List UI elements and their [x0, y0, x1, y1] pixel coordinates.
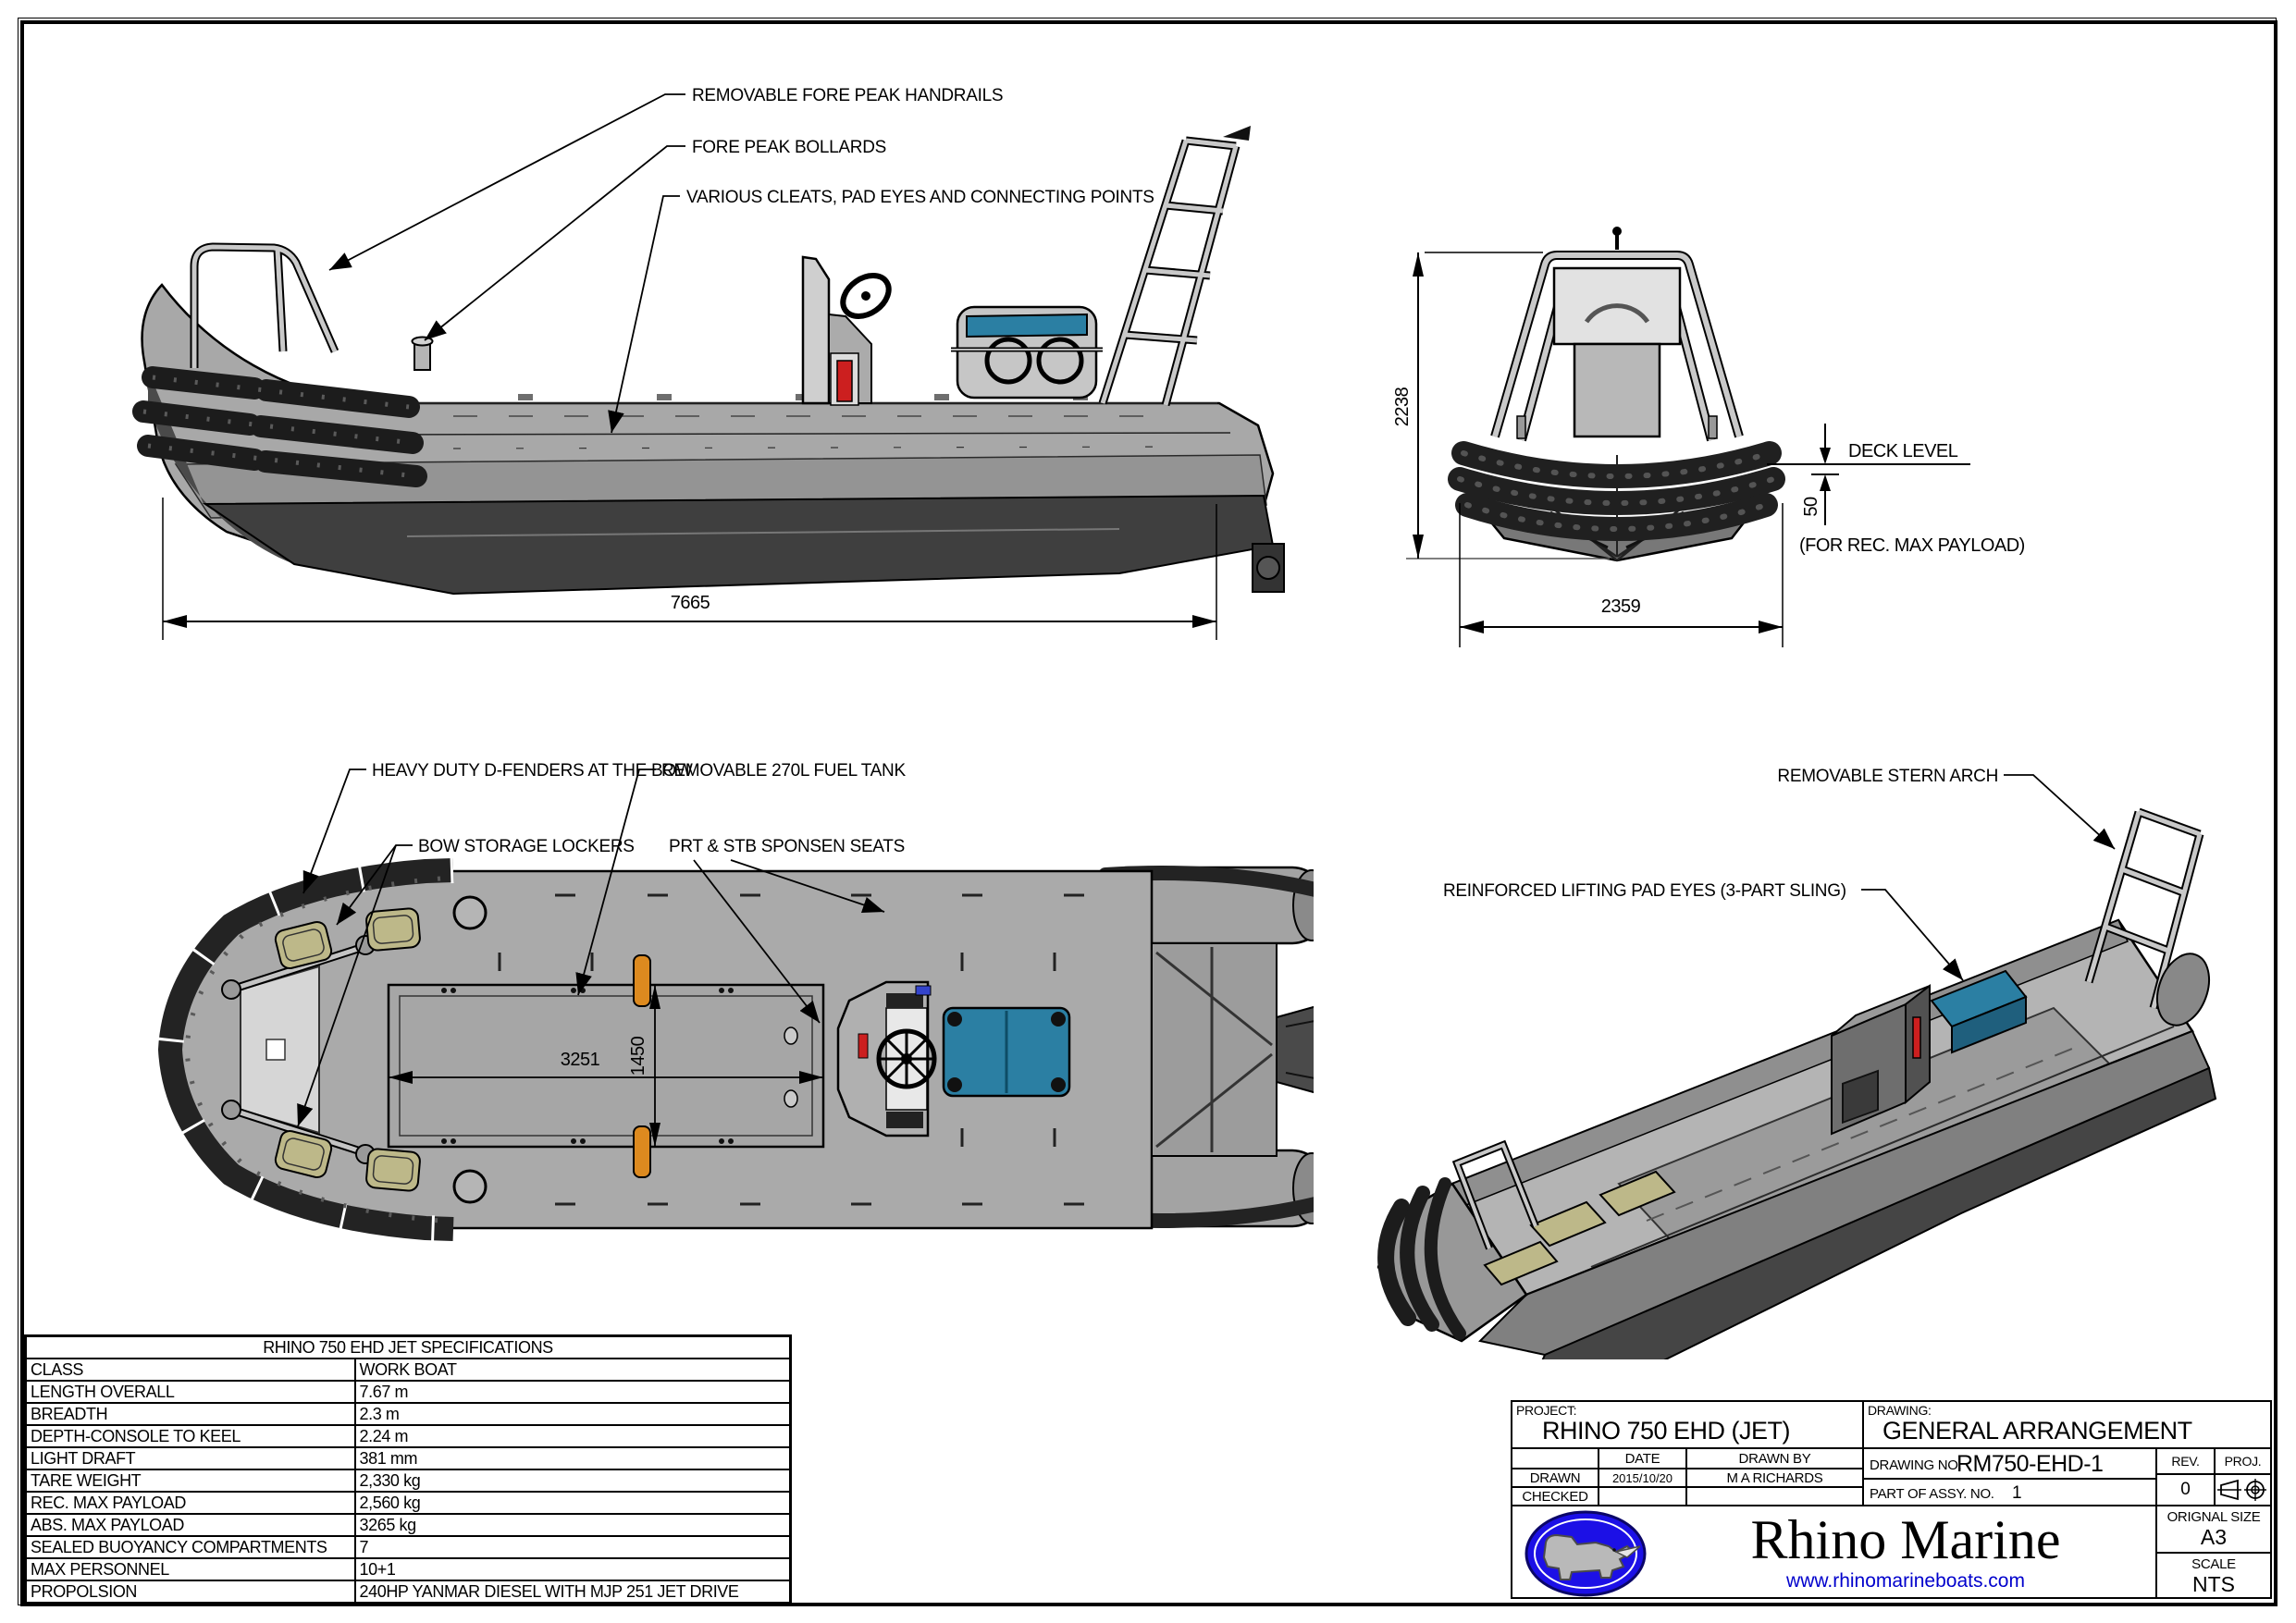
iso-console	[1831, 983, 1931, 1136]
part-of-assy-no: 1	[2012, 1483, 2022, 1503]
plan-seat	[942, 1006, 1071, 1098]
callout-sponsen-seats: PRT & STB SPONSEN SEATS	[669, 837, 905, 856]
dim-2359: 2359	[1601, 596, 1641, 617]
side-view-hull	[141, 283, 1275, 596]
jockey-seat	[951, 305, 1103, 400]
iso-bow-fenders	[1377, 1177, 1466, 1340]
iso-view: REMOVABLE STERN ARCH REINFORCED LIFTING …	[1376, 767, 2217, 1359]
side-view-leaders	[328, 93, 685, 434]
dim-7665: 7665	[671, 593, 710, 613]
plan-console	[836, 980, 937, 1137]
front-fenders	[1448, 441, 1785, 541]
part-of-assy-label: PART OF ASSY. NO.	[1870, 1486, 1994, 1502]
company-name: Rhino Marine	[1750, 1509, 2061, 1570]
callout-fuel-tank: REMOVABLE 270L FUEL TANK	[661, 761, 906, 781]
callout-bow-storage-lockers: BOW STORAGE LOCKERS	[418, 837, 635, 856]
deck-level-group: DECK LEVEL 50 (FOR REC. MAX PAYLOAD)	[1767, 424, 2025, 556]
dim-1450: 1450	[628, 1036, 648, 1076]
callout-d-fenders: HEAVY DUTY D-FENDERS AT THE BOW	[372, 761, 693, 781]
project-name: RHINO 750 EHD (JET)	[1542, 1417, 1791, 1445]
sheet-border	[20, 20, 2277, 1606]
fore-peak-handrail	[190, 242, 339, 368]
bow-storage-hatches	[274, 907, 421, 1192]
drawing-name: GENERAL ARRANGEMENT	[1882, 1417, 2192, 1445]
rhino-logo-icon	[1524, 1510, 1647, 1597]
stern-ladder	[1098, 126, 1251, 407]
jet-drive-side	[1252, 543, 1285, 593]
iso-hatches	[1483, 1170, 1676, 1286]
callout-fore-peak-handrails: REMOVABLE FORE PEAK HANDRAILS	[692, 86, 1003, 105]
project-label: PROJECT:	[1516, 1403, 1577, 1418]
payload-note: (FOR REC. MAX PAYLOAD)	[1799, 535, 2025, 556]
side-view: REMOVABLE FORE PEAK HANDRAILS FORE PEAK …	[132, 86, 1285, 640]
callout-stern-arch: REMOVABLE STERN ARCH	[1777, 767, 1998, 786]
rev-label: REV.	[2155, 1447, 2216, 1475]
fore-peak-bollard	[411, 336, 434, 371]
drawn-label: DRAWN	[1511, 1468, 1599, 1488]
title-block: PROJECT: RHINO 750 EHD (JET) DRAWING: GE…	[1511, 1400, 2272, 1599]
iso-seat	[1930, 969, 2028, 1054]
dim-50: 50	[1801, 497, 1821, 517]
proj-label: PROJ.	[2214, 1447, 2272, 1475]
drawing-no: RM750-EHD-1	[1957, 1451, 2104, 1477]
iso-hull	[1376, 918, 2217, 1359]
checked-label: CHECKED	[1511, 1486, 1599, 1506]
callout-lifting-pad-eyes: REINFORCED LIFTING PAD EYES (3-PART SLIN…	[1443, 881, 1846, 901]
front-console	[1516, 227, 1718, 439]
dim-height: 2238	[1392, 252, 1543, 559]
dim-beam: 2359	[1459, 503, 1784, 647]
deck-level-label: DECK LEVEL	[1848, 441, 1958, 461]
callout-fore-peak-bollards: FORE PEAK BOLLARDS	[692, 138, 886, 157]
scale-value: NTS	[2192, 1572, 2235, 1596]
date-header: DATE	[1598, 1447, 1687, 1469]
drawn-by-value: M A RICHARDS	[1685, 1468, 1864, 1488]
orange-fitting-top	[633, 954, 651, 1007]
projection-symbol-icon	[2216, 1479, 2266, 1501]
iso-stern-arch	[2084, 807, 2204, 1010]
orange-fitting-bottom	[633, 1125, 651, 1178]
iso-leaders	[1861, 774, 2116, 981]
rev-value: 0	[2155, 1473, 2216, 1506]
drawn-date: 2015/10/20	[1598, 1468, 1687, 1488]
dim-2238: 2238	[1392, 387, 1413, 426]
plan-leaders	[297, 768, 885, 1127]
plan-view: 3251 1450	[156, 761, 1314, 1242]
drawing-label: DRAWING:	[1868, 1403, 1932, 1418]
company-website[interactable]: www.rhinomarineboats.com	[1786, 1570, 2025, 1592]
original-size-label: ORIGNAL SIZE	[2166, 1509, 2261, 1525]
dim-3251: 3251	[561, 1050, 600, 1070]
drawing-no-label: DRAWING NO.	[1870, 1457, 1962, 1473]
deck-fittings	[452, 893, 1084, 1206]
stern-frame	[1151, 942, 1314, 1157]
original-size-value: A3	[2200, 1525, 2228, 1549]
helm-console	[801, 255, 892, 406]
iso-sponson-end	[2155, 953, 2211, 1027]
side-view-fender-studs	[142, 375, 417, 479]
fuel-tank	[387, 983, 825, 1149]
jet-drive-plan	[1276, 1005, 1314, 1094]
callout-cleats-pad-eyes: VARIOUS CLEATS, PAD EYES AND CONNECTING …	[686, 188, 1154, 207]
scale-label: SCALE	[2191, 1556, 2236, 1572]
front-view: 2238 2359 DECK LEVEL 50 (FOR REC. MAX PA…	[1392, 227, 2025, 647]
dim-length-overall: 7665	[162, 498, 1217, 640]
drawn-by-header: DRAWN BY	[1685, 1447, 1864, 1469]
dim-tank: 3251 1450	[389, 985, 823, 1147]
spec-table-title: RHINO 750 EHD JET SPECIFICATIONS	[24, 1334, 792, 1359]
iso-bow-rail	[1451, 1139, 1539, 1250]
